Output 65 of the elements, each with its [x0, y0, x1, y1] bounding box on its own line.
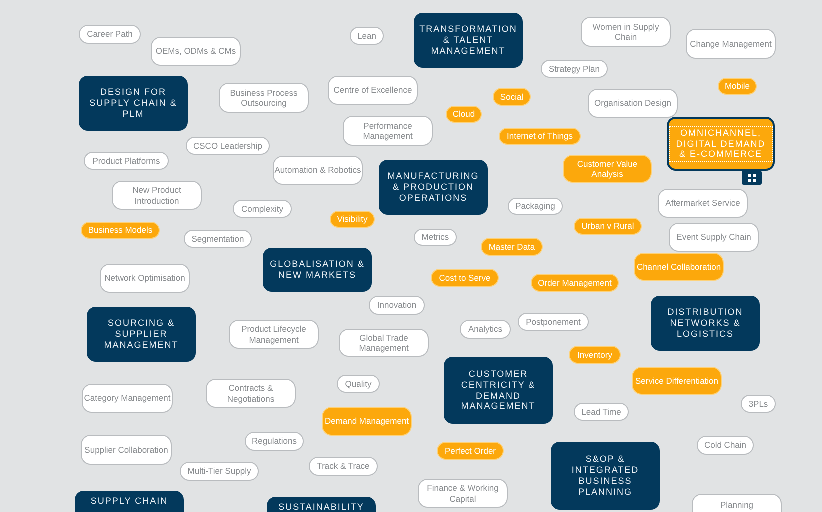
- highlighted-topic-pill: Channel Collaboration: [634, 253, 724, 281]
- topic-pill: Lead Time: [574, 403, 629, 421]
- topic-pill: Track & Trace: [309, 457, 378, 476]
- highlighted-topic-pill: Service Differentiation: [632, 367, 722, 395]
- highlighted-topic-pill: Cloud: [446, 106, 482, 123]
- topic-pill: Performance Management: [343, 116, 433, 146]
- category-box: CUSTOMER CENTRICITY & DEMAND MANAGEMENT: [444, 357, 553, 424]
- highlighted-topic-pill: Mobile: [718, 78, 757, 95]
- topic-pill: Product Platforms: [84, 152, 169, 170]
- topic-pill: Event Supply Chain: [669, 223, 759, 252]
- topic-pill: OEMs, ODMs & CMs: [151, 37, 241, 66]
- topic-pill: Automation & Robotics: [273, 156, 363, 185]
- category-box: MANUFACTURING & PRODUCTION OPERATIONS: [379, 160, 488, 215]
- highlighted-topic-pill: Business Models: [81, 222, 160, 239]
- topic-pill: Metrics: [414, 229, 457, 246]
- highlighted-topic-pill: Customer Value Analysis: [563, 155, 652, 183]
- category-box: GLOBALISATION & NEW MARKETS: [263, 248, 372, 292]
- topic-pill: Regulations: [245, 432, 304, 451]
- topic-pill: Analytics: [460, 320, 511, 339]
- topic-pill: Centre of Excellence: [328, 76, 418, 105]
- topic-pill: Complexity: [233, 200, 292, 218]
- topic-pill: Strategy Plan: [541, 60, 608, 78]
- topic-pill: Category Management: [82, 384, 173, 413]
- topic-pill: Packaging: [508, 198, 563, 215]
- highlighted-topic-pill: Internet of Things: [499, 128, 581, 145]
- selected-category-box: OMNICHANNEL, DIGITAL DEMAND & E-COMMERCE: [667, 117, 775, 171]
- topic-pill: Career Path: [79, 25, 141, 44]
- topic-pill: Supplier Collaboration: [81, 435, 172, 465]
- highlighted-topic-pill: Demand Management: [322, 407, 412, 436]
- topic-pill: New Product Introduction: [112, 181, 202, 210]
- topic-pill: Network Optimisation: [100, 264, 190, 293]
- topic-pill: Change Management: [686, 29, 776, 59]
- category-box: SUPPLY CHAIN: [75, 491, 184, 512]
- topic-pill: Planning: [692, 494, 782, 512]
- highlighted-topic-pill: Social: [493, 88, 531, 106]
- highlighted-topic-pill: Cost to Serve: [431, 269, 499, 287]
- topic-pill: Innovation: [369, 296, 425, 315]
- highlighted-topic-pill: Master Data: [481, 238, 543, 256]
- category-box: SOURCING & SUPPLIER MANAGEMENT: [87, 307, 196, 362]
- topic-pill: Business Process Outsourcing: [219, 83, 309, 113]
- topic-pill: Multi-Tier Supply: [180, 462, 259, 481]
- category-box: DISTRIBUTION NETWORKS & LOGISTICS: [651, 296, 760, 351]
- topic-pill: Organisation Design: [588, 89, 678, 118]
- topic-pill: Lean: [350, 27, 384, 45]
- topic-pill: Contracts & Negotiations: [206, 379, 296, 408]
- topic-pill: Finance & Working Capital: [418, 479, 508, 508]
- topic-pill: Product Lifecycle Management: [229, 320, 319, 349]
- highlighted-topic-pill: Perfect Order: [437, 442, 504, 460]
- topic-pill: Global Trade Management: [339, 329, 429, 357]
- topic-pill: Segmentation: [184, 230, 252, 248]
- highlighted-topic-pill: Visibility: [330, 211, 375, 228]
- topic-pill: CSCO Leadership: [186, 137, 270, 155]
- category-box: DESIGN FOR SUPPLY CHAIN & PLM: [79, 76, 188, 131]
- highlighted-topic-pill: Inventory: [569, 346, 621, 364]
- category-box: S&OP & INTEGRATED BUSINESS PLANNING: [551, 442, 660, 510]
- category-box: SUSTAINABILITY: [267, 497, 376, 512]
- highlighted-topic-pill: Order Management: [531, 274, 619, 292]
- topic-pill: Quality: [337, 375, 380, 393]
- topic-pill: Cold Chain: [697, 436, 754, 455]
- highlighted-topic-pill: Urban v Rural: [574, 218, 642, 235]
- topic-pill: Postponement: [518, 313, 589, 331]
- topic-pill: Aftermarket Service: [658, 189, 748, 218]
- category-box: TRANSFORMATION & TALENT MANAGEMENT: [414, 13, 523, 68]
- topic-pill: 3PLs: [741, 395, 776, 413]
- topic-pill: Women in Supply Chain: [581, 17, 671, 47]
